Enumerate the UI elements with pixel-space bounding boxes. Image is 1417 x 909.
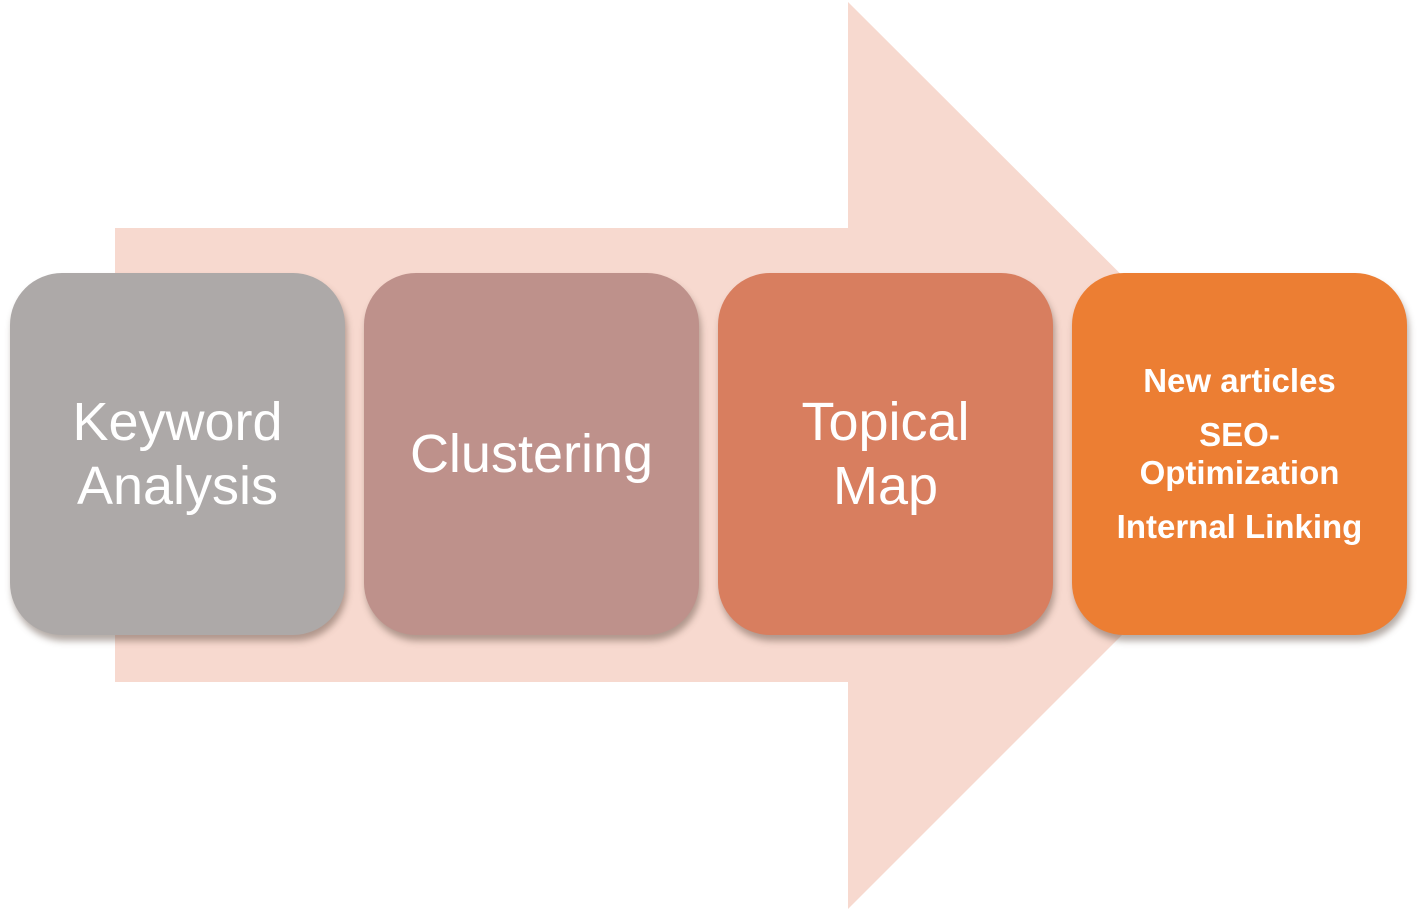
- step-label: Keyword Analysis: [72, 392, 283, 516]
- step-clustering: Clustering: [364, 273, 699, 635]
- step-item-internal-linking: Internal Linking: [1116, 508, 1363, 545]
- step-content-outcomes: New articles SEO-Optimization Internal L…: [1072, 273, 1407, 635]
- step-item-new-articles: New articles: [1143, 362, 1336, 399]
- process-arrow-shape: [115, 2, 1302, 909]
- step-label: Topical Map: [801, 392, 970, 516]
- step-topical-map: Topical Map: [718, 273, 1053, 635]
- step-label: Clustering: [409, 424, 654, 484]
- step-keyword-analysis: Keyword Analysis: [10, 273, 345, 635]
- step-item-seo-optimization: SEO-Optimization: [1139, 416, 1340, 491]
